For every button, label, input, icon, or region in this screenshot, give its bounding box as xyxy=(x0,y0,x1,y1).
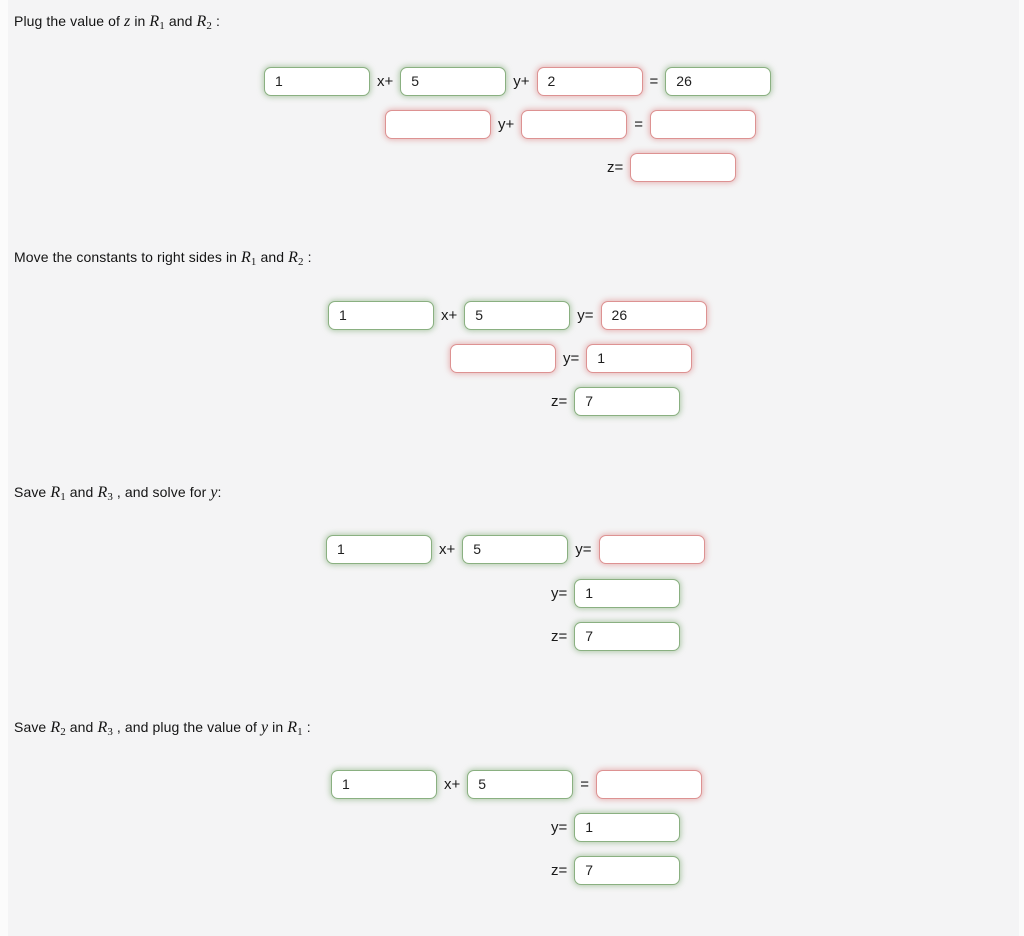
equation-row-plug-z-in-r1-r2-1: x+ y+ = xyxy=(264,66,772,96)
equation-input[interactable] xyxy=(536,66,643,96)
heading-text: : xyxy=(302,719,311,735)
math-symbol: R2 xyxy=(288,249,304,268)
equation-input[interactable] xyxy=(596,769,703,799)
section-heading-plug-z-in-r1-r2: Plug the value of z in R1 and R2 : xyxy=(14,13,220,32)
operator-label: = xyxy=(649,72,659,90)
operator-label: z= xyxy=(551,392,568,410)
heading-text: in xyxy=(130,13,150,29)
operator-label: x+ xyxy=(441,306,458,324)
operator-label: y= xyxy=(575,540,592,558)
operator-label: x+ xyxy=(444,775,461,793)
heading-text: : xyxy=(303,249,312,265)
math-symbol: y xyxy=(210,484,218,501)
math-symbol: R1 xyxy=(149,13,165,32)
equation-row-save-r1-r3-solve-y-2: y= xyxy=(550,578,681,608)
heading-text: , and plug the value of xyxy=(112,719,261,735)
equation-input[interactable] xyxy=(450,343,556,373)
operator-label: = xyxy=(580,775,590,793)
operator-label: y= xyxy=(551,584,568,602)
heading-text: Save xyxy=(14,719,51,735)
heading-text: : xyxy=(212,13,220,29)
math-symbol: R2 xyxy=(50,719,66,738)
equation-row-move-constants-right-1: x+ y= xyxy=(328,300,707,330)
math-symbol: R2 xyxy=(196,13,213,32)
heading-text: and xyxy=(65,719,98,735)
equation-input[interactable] xyxy=(521,109,628,139)
equation-input[interactable] xyxy=(598,534,705,564)
equation-row-save-r2-r3-plug-y-1: x+ = xyxy=(331,769,703,799)
heading-text: Move the constants to right sides in xyxy=(14,249,242,265)
operator-label: y= xyxy=(551,818,568,836)
operator-label: z= xyxy=(551,861,568,879)
math-symbol: z xyxy=(124,13,131,30)
math-symbol: R1 xyxy=(241,249,257,268)
operator-label: y= xyxy=(577,306,594,324)
math-symbol: R3 xyxy=(97,719,113,738)
heading-text: and xyxy=(256,249,289,265)
operator-label: = xyxy=(634,115,644,133)
equation-input[interactable] xyxy=(586,343,693,373)
equation-input[interactable] xyxy=(467,769,574,799)
heading-text: : xyxy=(217,484,222,500)
section-heading-save-r1-r3-solve-y: Save R1 and R3 , and solve for y: xyxy=(14,484,222,503)
equation-input[interactable] xyxy=(630,152,737,182)
equation-row-save-r2-r3-plug-y-2: y= xyxy=(550,812,681,842)
equation-row-plug-z-in-r1-r2-3: z= xyxy=(606,152,737,182)
math-symbol: R1 xyxy=(50,484,66,503)
equation-input[interactable] xyxy=(574,855,681,885)
equation-input[interactable] xyxy=(600,300,707,330)
equation-input[interactable] xyxy=(400,66,507,96)
equation-input[interactable] xyxy=(385,109,491,139)
equation-row-move-constants-right-2: y= xyxy=(450,343,693,373)
equation-row-save-r1-r3-solve-y-3: z= xyxy=(550,621,681,651)
equation-input[interactable] xyxy=(574,578,681,608)
heading-text: and xyxy=(65,484,98,500)
equation-input[interactable] xyxy=(328,300,434,330)
operator-label: z= xyxy=(551,627,568,645)
math-symbol: y xyxy=(260,719,269,736)
section-heading-move-constants-right: Move the constants to right sides in R1 … xyxy=(14,249,312,268)
operator-label: x+ xyxy=(377,72,394,90)
equation-input[interactable] xyxy=(574,621,681,651)
operator-label: y+ xyxy=(513,72,530,90)
equation-row-save-r1-r3-solve-y-1: x+ y= xyxy=(326,534,705,564)
equation-input[interactable] xyxy=(331,769,437,799)
equation-input[interactable] xyxy=(574,812,681,842)
equation-input[interactable] xyxy=(462,534,569,564)
math-symbol: R1 xyxy=(287,719,303,738)
equation-input[interactable] xyxy=(326,534,432,564)
equation-input[interactable] xyxy=(264,66,370,96)
operator-label: y+ xyxy=(498,115,515,133)
equation-row-move-constants-right-3: z= xyxy=(550,386,681,416)
heading-text: , and solve for xyxy=(112,484,211,500)
equation-input[interactable] xyxy=(650,109,757,139)
section-heading-save-r2-r3-plug-y: Save R2 and R3 , and plug the value of y… xyxy=(14,719,311,738)
operator-label: z= xyxy=(607,158,624,176)
equation-input[interactable] xyxy=(464,300,571,330)
operator-label: y= xyxy=(563,349,580,367)
heading-text: in xyxy=(268,719,288,735)
math-symbol: R3 xyxy=(97,484,113,503)
equation-input[interactable] xyxy=(665,66,772,96)
heading-text: and xyxy=(164,13,197,29)
equation-row-save-r2-r3-plug-y-3: z= xyxy=(550,855,681,885)
heading-text: Save xyxy=(14,484,51,500)
heading-text: Plug the value of xyxy=(14,13,124,29)
equation-input[interactable] xyxy=(574,386,681,416)
equation-row-plug-z-in-r1-r2-2: y+ = xyxy=(385,109,757,139)
operator-label: x+ xyxy=(439,540,456,558)
